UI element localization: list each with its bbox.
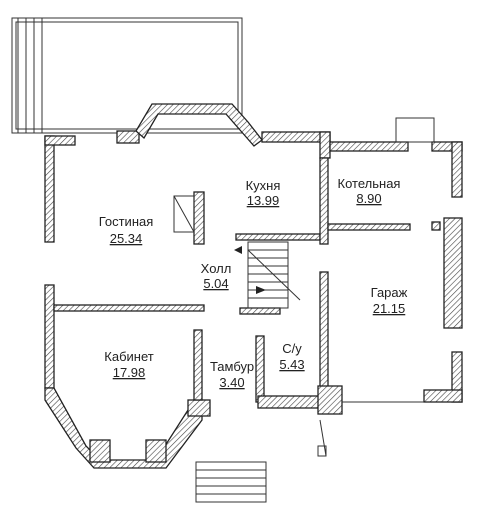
room-area-garage: 21.15 bbox=[373, 301, 406, 316]
room-area-living: 25.34 bbox=[110, 231, 143, 246]
room-name-living: Гостиная bbox=[99, 214, 154, 229]
room-name-hall: Холл bbox=[201, 261, 232, 276]
room-name-vestibule: Тамбур bbox=[210, 359, 254, 374]
garage-door bbox=[317, 401, 424, 457]
exterior-walls bbox=[44, 103, 463, 403]
room-area-bathroom: 5.43 bbox=[279, 357, 304, 372]
fireplace-symbol bbox=[173, 195, 195, 233]
entrance-steps bbox=[195, 461, 267, 503]
bay-window-bottom bbox=[44, 387, 211, 469]
room-name-kitchen: Кухня bbox=[246, 178, 281, 193]
room-area-study: 17.98 bbox=[113, 365, 146, 380]
room-labels: Кухня 13.99 Котельная 8.90 Гостиная 25.3… bbox=[99, 176, 408, 390]
staircase bbox=[234, 241, 301, 309]
room-name-garage: Гараж bbox=[371, 285, 408, 300]
room-area-boiler: 8.90 bbox=[356, 191, 381, 206]
terrace bbox=[11, 17, 243, 134]
interior-walls bbox=[53, 157, 441, 415]
room-name-study: Кабинет bbox=[104, 349, 153, 364]
room-area-vestibule: 3.40 bbox=[219, 375, 244, 390]
room-name-boiler: Котельная bbox=[338, 176, 401, 191]
room-area-kitchen: 13.99 bbox=[247, 193, 280, 208]
room-area-hall: 5.04 bbox=[203, 276, 228, 291]
room-name-bathroom: С/у bbox=[282, 341, 302, 356]
